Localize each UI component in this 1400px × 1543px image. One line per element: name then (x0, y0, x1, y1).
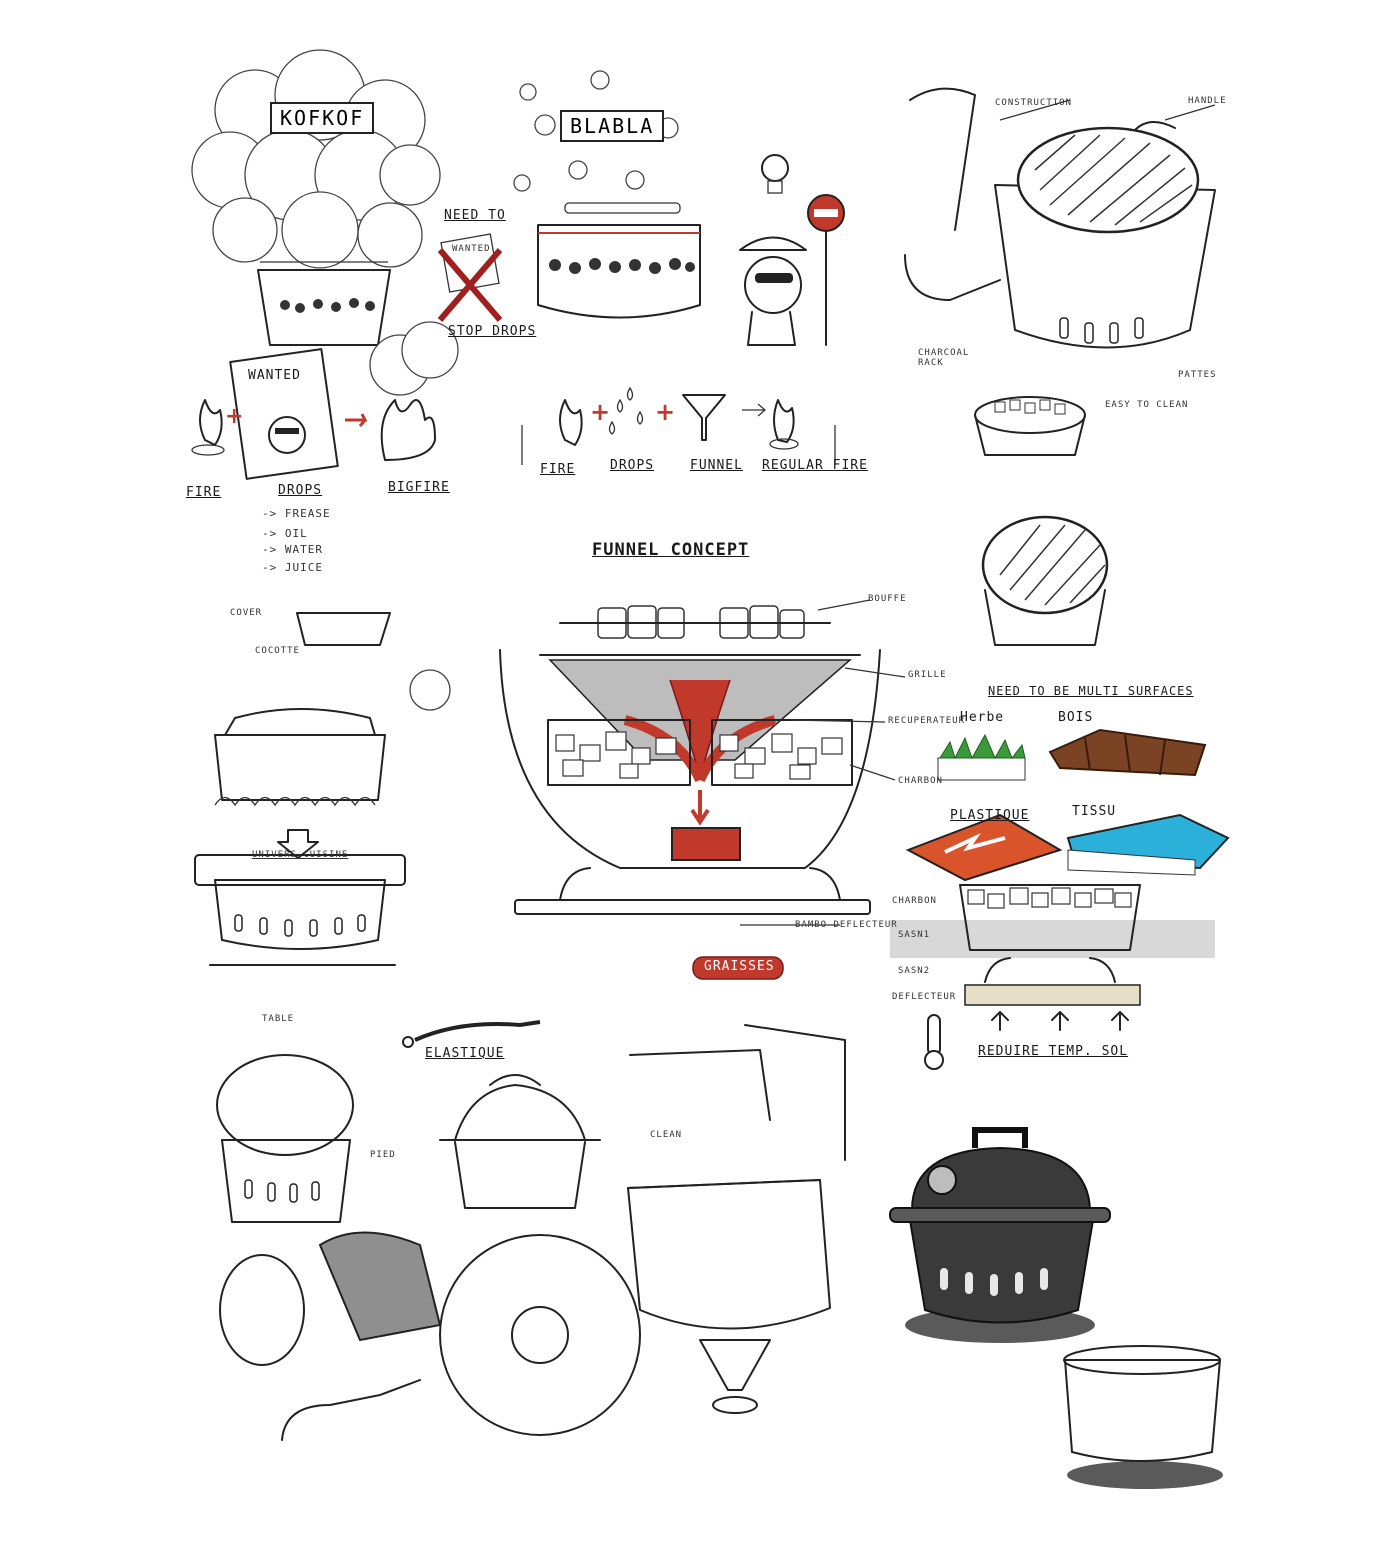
drops-list-item: -> FREASE (262, 507, 331, 520)
label-drops: DROPS (278, 483, 323, 498)
big-fire-icon (369, 321, 459, 461)
flow-diagram: + + (521, 386, 836, 465)
drops-list-item: -> WATER (262, 543, 323, 556)
smoky-grill (257, 261, 391, 346)
label-sasn1: SASN1 (898, 930, 931, 940)
lightbulb-icon (761, 154, 789, 194)
funnel-concept-grill (499, 605, 881, 915)
label-deflecteur: DEFLECTEUR (892, 992, 957, 1002)
police-character (739, 236, 807, 346)
grill-with-lid-sketch (904, 87, 1216, 349)
label-clean: CLEAN (650, 1130, 683, 1140)
label-pattes: PATTES (1178, 370, 1217, 380)
fire-icon (191, 399, 225, 456)
label-charbon: CHARBON (898, 776, 943, 786)
label-multi-surfaces: NEED TO BE MULTI SURFACES (988, 684, 1194, 698)
smoke-cloud-large (191, 49, 441, 269)
label-need-to: NEED TO (444, 208, 506, 223)
no-entry-sign-icon (807, 194, 845, 346)
grill-render-black (889, 1127, 1111, 1343)
label-easy-to-clean: EASY TO CLEAN (1105, 400, 1189, 410)
surface-fabric (1066, 813, 1230, 876)
surface-wood (1048, 728, 1207, 777)
label-univers-cuisine: UNIVERS CUISINE (252, 850, 349, 860)
svg-text:+: + (590, 398, 610, 426)
label-elastique: ELASTIQUE (425, 1046, 505, 1061)
label-fire: FIRE (186, 485, 222, 500)
label-pied: PIED (370, 1150, 396, 1160)
surface-plastic (905, 813, 1063, 882)
surface-grass (937, 733, 1026, 781)
thermometer-icon (924, 1014, 944, 1070)
label-wanted-small: WANTED (452, 244, 491, 254)
elastic-loop-sketch (281, 1379, 421, 1441)
graisses-highlight (692, 956, 784, 980)
speech-bubble-kofkof: KOFKOF (270, 102, 375, 134)
leader-lines (740, 99, 1216, 926)
flow-label-funnel: FUNNEL (690, 458, 743, 473)
layered-grill-section (890, 884, 1215, 1031)
grill-top-view (981, 515, 1109, 646)
label-bambo-deflecteur: BAMBO DEFLECTEUR (795, 920, 898, 930)
label-herbe: Herbe (960, 710, 1005, 725)
clean-grill (537, 202, 701, 319)
label-sasn2: SASN2 (898, 966, 931, 976)
label-bois: BOIS (1058, 710, 1094, 725)
label-charbon-2: CHARBON (892, 896, 937, 906)
label-charcoal-rack: CHARCOAL RACK (918, 348, 970, 368)
flow-label-regular-fire: REGULAR FIRE (762, 458, 868, 473)
label-cocotte: COCOTTE (255, 646, 300, 656)
grill-closed-sketch (216, 1054, 354, 1223)
label-construction: CONSTRUCTION (995, 98, 1073, 108)
flow-label-fire: FIRE (540, 462, 576, 477)
label-reduire-temp-sol: REDUIRE TEMP. SOL (978, 1044, 1129, 1059)
label-cover: COVER (230, 608, 263, 618)
label-grille: GRILLE (908, 670, 947, 680)
label-graisses: GRAISSES (704, 959, 775, 974)
label-table: TABLE (262, 1014, 295, 1024)
speech-bubble-blabla: BLABLA (560, 110, 665, 142)
label-plastique: PLASTIQUE (950, 808, 1030, 823)
svg-text:+: + (225, 404, 243, 429)
label-wanted: WANTED (248, 368, 301, 383)
crossed-out-icon (437, 233, 503, 322)
drops-list-item: -> OIL (262, 527, 308, 540)
grill-side-sketch (439, 1074, 601, 1209)
label-handle: HANDLE (1188, 96, 1227, 106)
elastique-strap-icon (402, 1020, 541, 1048)
label-stop-drops: STOP DROPS (448, 324, 537, 339)
grill-tipped-sketch (219, 1231, 442, 1366)
label-bigfire: BIGFIRE (388, 480, 450, 495)
deflector-disc-sketch (439, 1234, 641, 1436)
charcoal-rack-sketch (974, 396, 1086, 456)
bowl-cutaway-sketch (627, 1179, 831, 1414)
label-bouffe: BOUFFE (868, 594, 907, 604)
univers-cuisine-sketch (194, 854, 406, 966)
cutaway-detail-sketch (629, 1024, 846, 1161)
label-funnel-concept: FUNNEL CONCEPT (592, 540, 750, 560)
wanted-poster (229, 348, 339, 480)
flow-label-drops: DROPS (610, 458, 655, 473)
label-tissu: TISSU (1072, 804, 1117, 819)
pot-sketch (1063, 1345, 1223, 1489)
label-recuperateur: RECUPERATEUR (888, 716, 966, 726)
drops-list-item: -> JUICE (262, 561, 323, 574)
cocotte-sketch (214, 612, 451, 859)
svg-text:+: + (655, 398, 675, 426)
